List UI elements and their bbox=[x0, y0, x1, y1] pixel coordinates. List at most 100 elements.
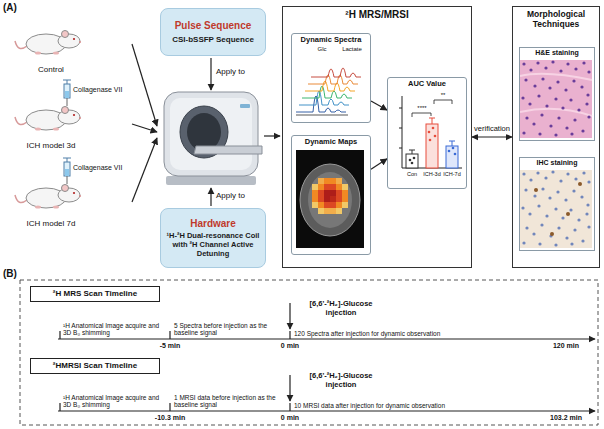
dynamic-map-image bbox=[324, 196, 330, 202]
reagent-label: Collagenase VII bbox=[73, 164, 122, 172]
syringe-icon bbox=[67, 176, 68, 184]
he-stain-image bbox=[520, 74, 592, 116]
auc-bar-chart bbox=[432, 127, 435, 130]
time-label: 120 min bbox=[553, 342, 579, 350]
he-stain-image bbox=[520, 60, 592, 138]
panel-letter: (B) bbox=[3, 268, 17, 280]
flow-arrow bbox=[132, 138, 157, 202]
dynamic-map-image bbox=[312, 196, 318, 202]
histology-panel: Morphological TechniquesH&E stainingIHC … bbox=[512, 6, 600, 268]
time-label: 0 min bbox=[281, 414, 299, 422]
mri-scanner bbox=[240, 104, 250, 108]
significance-mark: ** bbox=[441, 92, 446, 99]
dynamic-map-image bbox=[336, 208, 342, 214]
node-title: Morphological Techniques bbox=[516, 10, 596, 30]
dynamic-map-image bbox=[324, 178, 330, 184]
connector-arrow bbox=[371, 159, 387, 169]
dynamic-map-image bbox=[312, 190, 318, 196]
node-title: H&E staining bbox=[535, 49, 579, 57]
flow-label: Apply to bbox=[216, 67, 245, 76]
mri-scanner bbox=[194, 146, 262, 154]
dynamic-map-image bbox=[312, 202, 318, 208]
syringe-icon bbox=[63, 158, 71, 162]
dynamic-map-image bbox=[296, 150, 364, 248]
dynamic-map-image bbox=[318, 190, 324, 196]
dynamic-map-image bbox=[336, 202, 342, 208]
syringe-icon bbox=[63, 80, 71, 84]
dynamic-map-image bbox=[312, 178, 348, 214]
syringe-icon bbox=[63, 80, 71, 184]
auc-bar-chart bbox=[429, 118, 435, 124]
auc-bar-chart bbox=[413, 157, 416, 160]
auc-bar-chart bbox=[402, 96, 462, 168]
ihc-stain-image bbox=[521, 170, 590, 246]
rat-illustration bbox=[15, 31, 81, 55]
flow-arrow bbox=[132, 124, 157, 132]
axis-tick-label: ICH-7d bbox=[443, 171, 460, 177]
auc-bar-chart bbox=[434, 100, 452, 104]
phase-label: 1 MRSI data before injection as the base… bbox=[174, 394, 286, 409]
dynamic-map-image bbox=[342, 196, 348, 202]
ihc-stain-image bbox=[520, 170, 592, 248]
auc-bar-chart bbox=[449, 141, 455, 146]
auc-bar-chart bbox=[412, 113, 431, 117]
dynamic-spectra-plot bbox=[296, 68, 361, 115]
dynamic-map-image bbox=[296, 150, 364, 248]
auc-bar-chart bbox=[409, 150, 415, 154]
axis-tick-label: ICH-3d bbox=[423, 171, 440, 177]
flow-arrow bbox=[210, 188, 211, 206]
dynamic-map-image bbox=[330, 202, 336, 208]
mri-scanner bbox=[164, 92, 258, 176]
syringe-icon bbox=[64, 162, 70, 176]
node-title: ²HMRSI Scan Timeline bbox=[53, 361, 137, 370]
dynamic-map-image bbox=[324, 202, 330, 208]
dynamic-map-image bbox=[336, 190, 342, 196]
ihc-stain-image bbox=[520, 170, 592, 248]
timeline-axis bbox=[289, 303, 290, 329]
dynamic-map-image bbox=[318, 196, 324, 202]
phase-label: 10 MRSI data after injection for dynamic… bbox=[294, 402, 514, 409]
timeline-axis bbox=[58, 338, 595, 339]
phase-label: ¹H Anatomical Image acquire and 3D B₀ sh… bbox=[63, 322, 167, 337]
dynamic-map-image bbox=[318, 184, 324, 190]
time-label: 103.2 min bbox=[550, 414, 582, 422]
dynamic-map-image bbox=[330, 190, 336, 196]
flow-label: Apply to bbox=[216, 191, 245, 200]
rat-illustration bbox=[15, 31, 81, 209]
auc-bar-chart bbox=[411, 162, 414, 165]
time-label: -5 min bbox=[160, 342, 181, 350]
dynamic-map-image bbox=[342, 184, 348, 190]
injection-note: [6,6'-²H₂]-Glucose injection bbox=[298, 372, 384, 389]
dynamic-map-image bbox=[336, 184, 342, 190]
subject-rat: ICH model 3d bbox=[8, 100, 94, 152]
mri-scanner bbox=[166, 176, 256, 185]
sequence-box: Pulse SequenceCSI-bSSFP Sequence bbox=[160, 8, 266, 56]
edge-label: verification bbox=[473, 125, 511, 134]
node-body: CSI-bSSFP Sequence bbox=[172, 35, 254, 44]
auc-bar-chart bbox=[452, 147, 455, 150]
time-label: -10.3 min bbox=[155, 414, 185, 422]
dynamic-map-image bbox=[312, 184, 318, 190]
dynamic-map-image bbox=[318, 178, 324, 184]
node-title: ICH model 3d bbox=[27, 141, 76, 150]
node-title: ²H MRS/MRSI bbox=[345, 9, 408, 21]
dynamic-map-image bbox=[342, 190, 348, 196]
he-stain-image bbox=[520, 60, 592, 138]
dynamic-map-image bbox=[330, 184, 336, 190]
auc-bar-chart bbox=[428, 131, 431, 134]
ihc-stain-image bbox=[578, 182, 582, 186]
node-title: ²H MRS Scan Timeline bbox=[53, 289, 137, 298]
dynamic-map-image bbox=[330, 178, 336, 184]
subject-rat: Control bbox=[8, 24, 94, 76]
node-title: Pulse Sequence bbox=[175, 20, 252, 32]
rat-illustration bbox=[15, 185, 81, 209]
syringe-icon bbox=[65, 91, 69, 98]
timeline-axis bbox=[58, 303, 595, 411]
time-label: 0 min bbox=[281, 342, 299, 350]
mri-scanner bbox=[187, 113, 221, 151]
ihc-stain-image bbox=[566, 212, 570, 216]
node-title: ICH model 7d bbox=[27, 219, 76, 228]
hardware-box: Hardware¹H-²H Dual-resonance Coil with ²… bbox=[160, 208, 266, 268]
flow-arrow bbox=[132, 44, 280, 206]
